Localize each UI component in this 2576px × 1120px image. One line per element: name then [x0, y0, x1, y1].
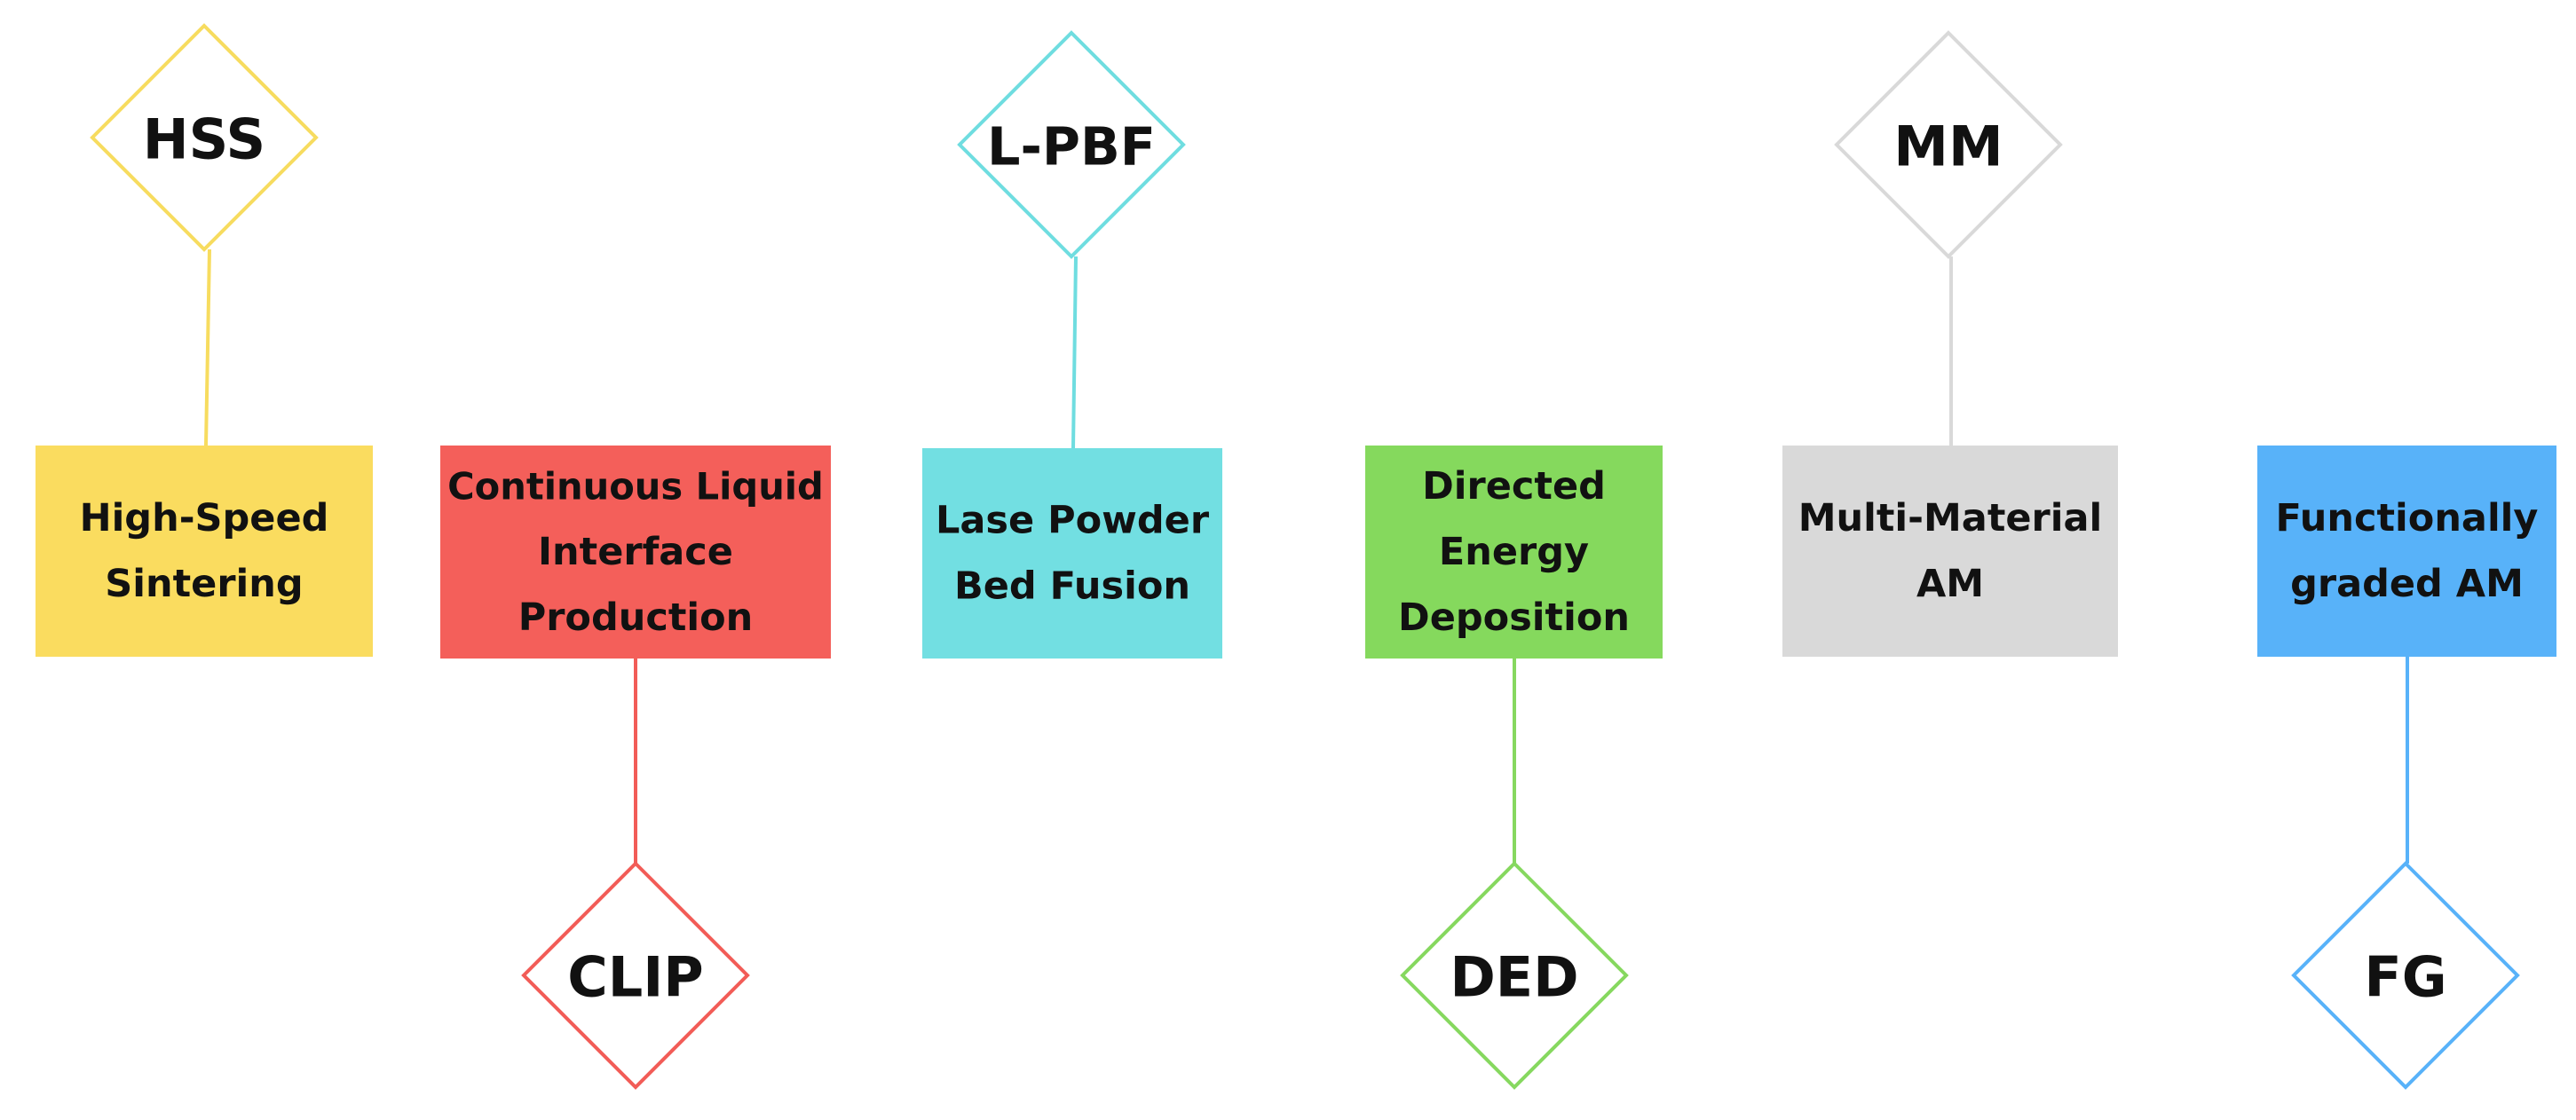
- process-label-line: Bed Fusion: [954, 564, 1190, 609]
- abbreviation-label: DED: [1450, 945, 1578, 1010]
- process-label-line: Multi-Material: [1798, 496, 2103, 540]
- process-label-line: Directed: [1422, 464, 1606, 509]
- process-label-line: Continuous Liquid: [447, 465, 824, 509]
- process-label-line: Lase Powder: [936, 499, 1210, 543]
- abbreviation-label: FG: [2364, 945, 2446, 1010]
- process-label-line: graded AM: [2290, 562, 2524, 606]
- abbreviation-diamond-hss: [90, 23, 319, 252]
- process-label-line: Energy: [1439, 530, 1589, 574]
- process-label-line: Production: [518, 595, 754, 640]
- abbreviation-label: CLIP: [567, 945, 704, 1010]
- abbreviation-diamond-fg: [2291, 861, 2520, 1090]
- connector-line-l-pbf: [1071, 256, 1078, 449]
- abbreviation-label: MM: [1893, 114, 2003, 179]
- process-box-ded: [1365, 446, 1663, 659]
- process-box-l-pbf: [922, 448, 1222, 659]
- process-box-hss: [36, 446, 373, 657]
- abbreviation-label: HSS: [143, 107, 265, 172]
- abbreviation-label: L-PBF: [987, 116, 1156, 177]
- process-box-clip: [440, 446, 831, 659]
- process-label-line: Functionally: [2276, 496, 2539, 540]
- process-label-line: Deposition: [1398, 595, 1630, 640]
- abbreviation-diamond-l-pbf: [957, 30, 1186, 259]
- process-label-line: High-Speed: [80, 496, 329, 540]
- process-box-fg: [2257, 446, 2556, 657]
- abbreviation-diamond-mm: [1834, 30, 2063, 259]
- process-label-line: Interface: [538, 530, 733, 574]
- process-label-line: AM: [1916, 562, 1984, 606]
- abbreviation-diamond-clip: [521, 861, 750, 1090]
- process-node-fg: Functionally graded AM FG: [2257, 446, 2556, 1090]
- process-box-mm: [1782, 446, 2118, 657]
- abbreviation-diamond-ded: [1400, 861, 1629, 1090]
- connector-line-hss: [204, 248, 211, 446]
- process-label-line: Sintering: [105, 562, 303, 606]
